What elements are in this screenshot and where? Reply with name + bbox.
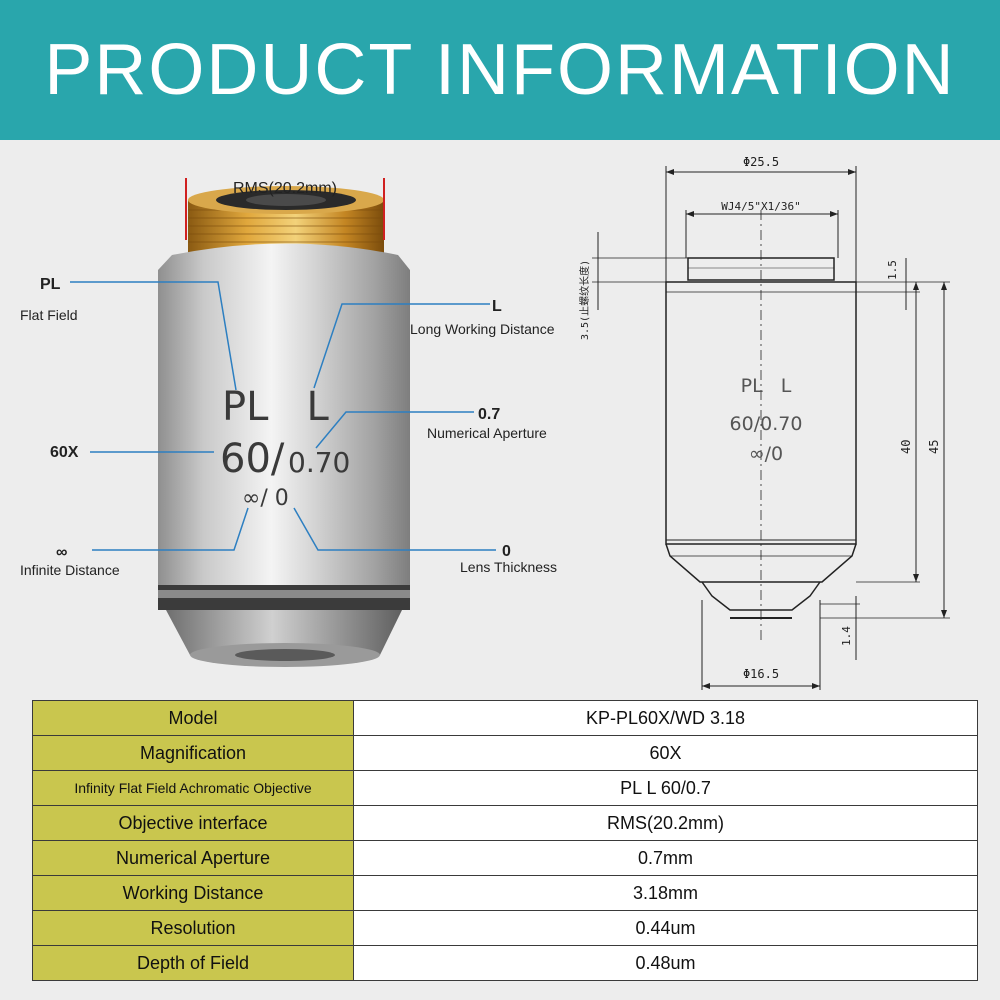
table-row: Depth of Field 0.48um xyxy=(32,945,978,981)
figure-area: RMS(20.2mm) PL L 60/ 0.70 ∞/ 0 xyxy=(0,140,1000,700)
dim-side-note: 3.5(止螺纹长度) xyxy=(578,260,591,340)
callout-na-title: 0.7 xyxy=(478,406,500,423)
spec-label-model: Model xyxy=(32,700,354,736)
table-row: Model KP-PL60X/WD 3.18 xyxy=(32,700,978,736)
objective-lens-illustration: RMS(20.2mm) PL L 60/ 0.70 ∞/ 0 xyxy=(20,178,557,667)
spec-label-numerical-aperture: Numerical Aperture xyxy=(32,840,354,876)
spec-value-working-distance: 3.18mm xyxy=(353,875,978,911)
table-row: Magnification 60X xyxy=(32,735,978,771)
spec-label-interface: Objective interface xyxy=(32,805,354,841)
drawing-engraving-pl-l: PL L xyxy=(741,375,792,397)
rms-label: RMS(20.2mm) xyxy=(233,180,337,197)
spec-value-objective-type: PL L 60/0.7 xyxy=(353,770,978,806)
callouts: PL Flat Field L Long Working Distance 0.… xyxy=(20,276,557,578)
spec-value-depth-of-field: 0.48um xyxy=(353,945,978,981)
callout-60x-title: 60X xyxy=(50,444,79,461)
engraving-infinity: ∞/ 0 xyxy=(242,486,289,511)
callout-zero-subtitle: Lens Thickness xyxy=(460,559,557,575)
table-row: Resolution 0.44um xyxy=(32,910,978,946)
spec-value-resolution: 0.44um xyxy=(353,910,978,946)
dim-45: 45 xyxy=(927,440,941,454)
callout-zero-title: 0 xyxy=(502,543,511,560)
callout-l-subtitle: Long Working Distance xyxy=(410,321,555,337)
spec-value-interface: RMS(20.2mm) xyxy=(353,805,978,841)
table-row: Working Distance 3.18mm xyxy=(32,875,978,911)
spec-label-objective-type: Infinity Flat Field Achromatic Objective xyxy=(32,770,354,806)
callout-infinity-subtitle: Infinite Distance xyxy=(20,562,120,578)
specification-table: Model KP-PL60X/WD 3.18 Magnification 60X… xyxy=(32,700,978,981)
callout-pl-subtitle: Flat Field xyxy=(20,307,78,323)
engraving-magnification: 60/ xyxy=(220,436,285,482)
table-row: Objective interface RMS(20.2mm) xyxy=(32,805,978,841)
lens-engraving: PL L 60/ 0.70 ∞/ 0 xyxy=(220,384,350,511)
engraving-pl-l: PL L xyxy=(222,384,330,430)
callout-l-title: L xyxy=(492,298,502,315)
dim-phi-16-5: Φ16.5 xyxy=(743,667,779,681)
spec-value-magnification: 60X xyxy=(353,735,978,771)
banner-title: PRODUCT INFORMATION xyxy=(44,30,956,110)
dim-1-5: 1.5 xyxy=(886,260,899,280)
brass-thread xyxy=(188,186,384,255)
drawing-engraving-inf: ∞/0 xyxy=(749,443,783,465)
drawing-engraving-mag: 60/0.70 xyxy=(730,413,803,435)
spec-label-depth-of-field: Depth of Field xyxy=(32,945,354,981)
dim-phi-25-5: Φ25.5 xyxy=(743,155,779,169)
rms-dimension: RMS(20.2mm) xyxy=(185,178,385,240)
engraving-na: 0.70 xyxy=(288,446,350,479)
lens-body xyxy=(158,243,410,667)
dim-1-4: 1.4 xyxy=(840,626,853,646)
spec-label-magnification: Magnification xyxy=(32,735,354,771)
callout-pl-title: PL xyxy=(40,276,61,293)
product-info-banner: PRODUCT INFORMATION xyxy=(0,0,1000,140)
callout-infinity-title: ∞ xyxy=(56,544,67,561)
dim-40: 40 xyxy=(899,440,913,454)
dim-thread: WJ4/5"X1/36" xyxy=(721,200,800,213)
spec-value-model: KP-PL60X/WD 3.18 xyxy=(353,700,978,736)
technical-drawing: Φ25.5 WJ4/5"X1/36" 3.5(止螺纹长度) 1.5 40 45 … xyxy=(578,155,950,690)
spec-label-resolution: Resolution xyxy=(32,910,354,946)
spec-label-working-distance: Working Distance xyxy=(32,875,354,911)
table-row: Infinity Flat Field Achromatic Objective… xyxy=(32,770,978,806)
callout-na-subtitle: Numerical Aperture xyxy=(427,425,547,441)
spec-value-numerical-aperture: 0.7mm xyxy=(353,840,978,876)
table-row: Numerical Aperture 0.7mm xyxy=(32,840,978,876)
callout-lines xyxy=(70,281,496,551)
